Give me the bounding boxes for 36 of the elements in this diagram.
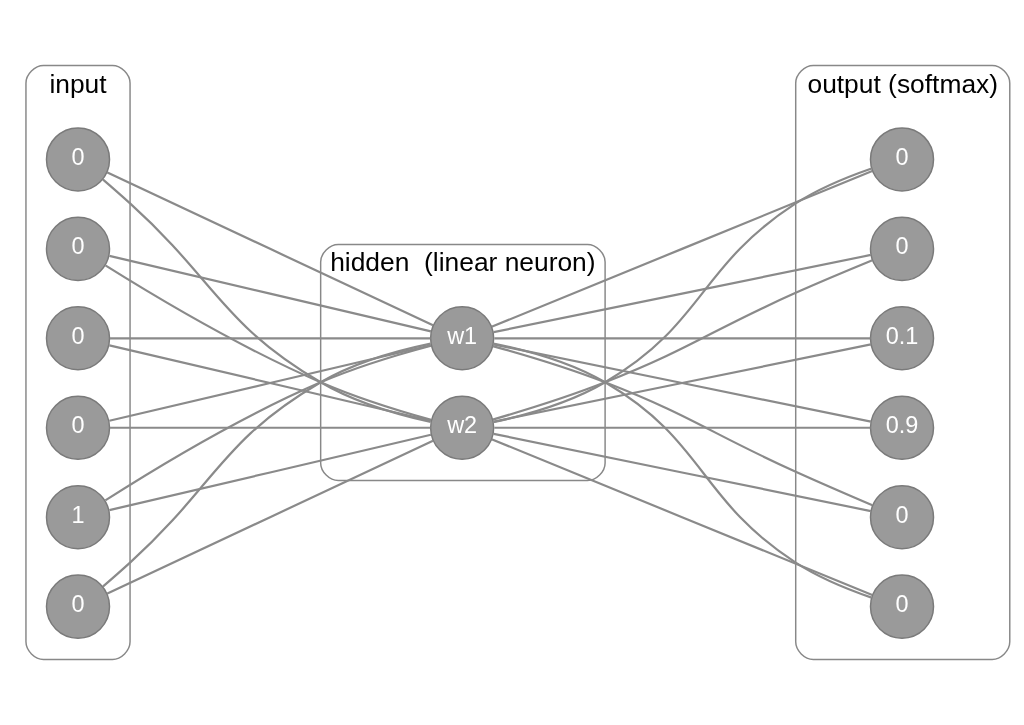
connector: [106, 439, 434, 595]
node-circle: 0: [45, 395, 111, 460]
node-circle: 0.1: [869, 306, 935, 371]
connector: [109, 254, 432, 333]
connector: [494, 426, 871, 429]
node-circle: 0: [869, 574, 935, 639]
connector: [492, 259, 873, 421]
connector: [102, 342, 431, 588]
node-circle: 0: [869, 484, 935, 550]
node-circle: 0: [45, 127, 111, 192]
connector: [106, 171, 434, 327]
connector: [493, 342, 872, 599]
connector: [491, 170, 873, 328]
node-circle: 0: [869, 127, 935, 192]
connector: [109, 433, 432, 512]
node-circle: 0: [45, 574, 111, 639]
connector: [102, 178, 431, 424]
node-circle: 0: [45, 306, 111, 371]
node-circle: w2: [429, 395, 495, 460]
connector: [494, 337, 871, 340]
connector: [104, 344, 432, 502]
node-circle: 0: [869, 216, 935, 282]
connector: [493, 167, 872, 424]
connector: [110, 337, 431, 340]
connector: [491, 438, 873, 597]
node-circle: w1: [429, 306, 495, 371]
connector: [493, 432, 872, 513]
connector: [110, 426, 431, 429]
node-circle: 0.9: [869, 395, 935, 460]
connector: [492, 345, 873, 507]
connector: [493, 253, 872, 334]
connector: [493, 343, 872, 423]
node-circle: 1: [45, 484, 111, 550]
connector: [104, 264, 432, 421]
connector: [109, 344, 432, 422]
node-circle: 0: [45, 216, 111, 282]
